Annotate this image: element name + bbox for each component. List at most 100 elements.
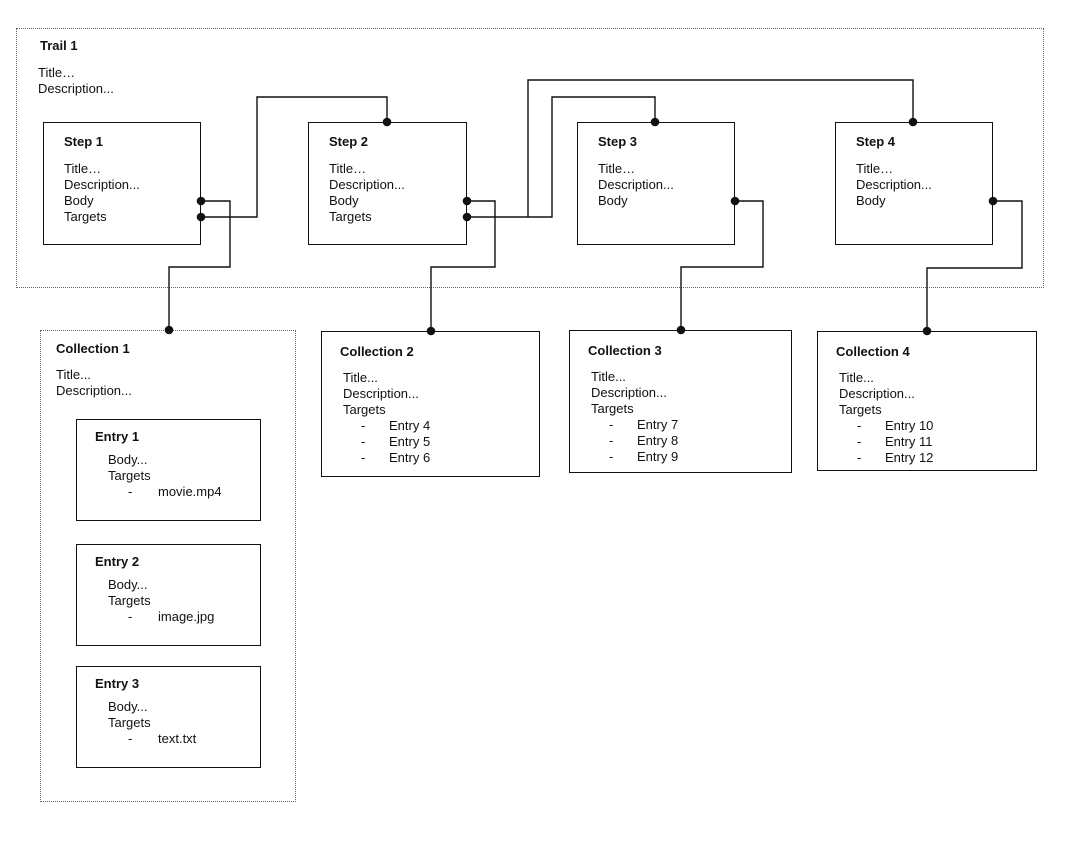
- collection-3-description: Description...: [591, 385, 667, 400]
- bullet-dash: -: [128, 609, 133, 624]
- trail-description: Description...: [38, 81, 114, 96]
- bullet-dash: -: [857, 418, 862, 433]
- collection-2-title: Title...: [343, 370, 378, 385]
- collection-2-entry: Entry 4: [389, 418, 431, 433]
- entry-3-label: Entry 3: [95, 676, 140, 691]
- collection-2-description: Description...: [343, 386, 419, 401]
- collection-3-node: Collection 3 Title... Description... Tar…: [569, 330, 792, 473]
- entry-2-targets: Targets: [108, 593, 151, 608]
- step-3-fields: Title… Description... Body: [598, 161, 674, 209]
- trail-container: Trail 1 Title… Description...: [16, 28, 1044, 288]
- step-2-description: Description...: [329, 177, 405, 192]
- collection-3-entry: Entry 9: [637, 449, 679, 464]
- step-1-fields: Title… Description... Body Targets: [64, 161, 140, 225]
- step-4-title: Title…: [856, 161, 894, 176]
- step-1-node: Step 1 Title… Description... Body Target…: [43, 122, 201, 245]
- step-4-fields: Title… Description... Body: [856, 161, 932, 209]
- bullet-dash: -: [361, 434, 366, 449]
- entry-3-fields: Body... Targets - text.txt: [108, 699, 196, 747]
- entry-1-file: movie.mp4: [158, 484, 222, 499]
- step-2-label: Step 2: [329, 134, 369, 149]
- step-4-description: Description...: [856, 177, 932, 192]
- entry-1-body: Body...: [108, 452, 148, 467]
- step-1-targets: Targets: [64, 209, 107, 224]
- step-2-fields: Title… Description... Body Targets: [329, 161, 405, 225]
- collection-1-fields: Title... Description...: [56, 367, 132, 399]
- bullet-dash: -: [361, 418, 366, 433]
- entry-1-file-row: - movie.mp4: [108, 484, 222, 500]
- step-3-node: Step 3 Title… Description... Body: [577, 122, 735, 245]
- step-4-body: Body: [856, 193, 886, 208]
- entry-3-file: text.txt: [158, 731, 197, 746]
- collection-1-label: Collection 1: [56, 341, 130, 356]
- collection-4-entry: Entry 10: [885, 418, 934, 433]
- entry-2-file: image.jpg: [158, 609, 215, 624]
- entry-3-file-row: - text.txt: [108, 731, 196, 747]
- step-3-label: Step 3: [598, 134, 638, 149]
- collection-4-title: Title...: [839, 370, 874, 385]
- collection-4-entry: Entry 11: [885, 434, 933, 449]
- collection-2-entry-row: - Entry 4: [343, 418, 430, 434]
- collection-3-entry: Entry 8: [637, 433, 679, 448]
- collection-3-targets: Targets: [591, 401, 634, 416]
- collection-4-node: Collection 4 Title... Description... Tar…: [817, 331, 1037, 471]
- collection-3-label: Collection 3: [588, 343, 662, 358]
- collection-1-title: Title...: [56, 367, 91, 382]
- step-2-targets: Targets: [329, 209, 372, 224]
- collection-2-entry-row: - Entry 5: [343, 434, 430, 450]
- collection-2-entry: Entry 5: [389, 434, 431, 449]
- bullet-dash: -: [609, 433, 614, 448]
- collection-2-fields: Title... Description... Targets - Entry 4…: [343, 370, 430, 466]
- collection-3-fields: Title... Description... Targets - Entry 7…: [591, 369, 678, 465]
- entry-1-label: Entry 1: [95, 429, 140, 444]
- collection-4-entry-row: - Entry 10: [839, 418, 933, 434]
- entry-2-body: Body...: [108, 577, 148, 592]
- collection-3-entry-row: - Entry 9: [591, 449, 678, 465]
- step-2-node: Step 2 Title… Description... Body Target…: [308, 122, 467, 245]
- collection-4-entry: Entry 12: [885, 450, 934, 465]
- collection-4-label: Collection 4: [836, 344, 910, 359]
- entry-3-body: Body...: [108, 699, 148, 714]
- collection-2-targets: Targets: [343, 402, 386, 417]
- bullet-dash: -: [609, 449, 614, 464]
- collection-1-container: Collection 1 Title... Description... Ent…: [40, 330, 296, 802]
- step-1-description: Description...: [64, 177, 140, 192]
- entry-2-label: Entry 2: [95, 554, 140, 569]
- collection-4-targets: Targets: [839, 402, 882, 417]
- collection-4-fields: Title... Description... Targets -Entry 1…: [839, 370, 933, 466]
- collection-3-title: Title...: [591, 369, 626, 384]
- bullet-dash: -: [609, 417, 614, 432]
- step-2-title: Title…: [329, 161, 367, 176]
- bullet-dash: -: [128, 731, 133, 746]
- collection-2-node: Collection 2 Title... Description... Tar…: [321, 331, 540, 477]
- entry-1-node: Entry 1 Body... Targets - movie.mp4: [76, 419, 261, 521]
- bullet-dash: -: [128, 484, 133, 499]
- collection-2-entry-row: -Entry 6: [343, 450, 430, 466]
- collection-2-label: Collection 2: [340, 344, 414, 359]
- entry-3-node: Entry 3 Body... Targets - text.txt: [76, 666, 261, 768]
- step-1-title: Title…: [64, 161, 102, 176]
- trail-title: Title…: [38, 65, 76, 80]
- collection-3-entry: Entry 7: [637, 417, 679, 432]
- step-4-label: Step 4: [856, 134, 896, 149]
- trail-text: Title… Description...: [38, 65, 114, 97]
- entry-1-fields: Body... Targets - movie.mp4: [108, 452, 222, 500]
- entry-3-targets: Targets: [108, 715, 151, 730]
- entry-2-file-row: - image.jpg: [108, 609, 214, 625]
- entry-2-node: Entry 2 Body... Targets - image.jpg: [76, 544, 261, 646]
- bullet-dash: -: [857, 434, 862, 449]
- bullet-dash: -: [857, 450, 862, 465]
- collection-3-entry-row: - Entry 8: [591, 433, 678, 449]
- step-3-description: Description...: [598, 177, 674, 192]
- step-3-body: Body: [598, 193, 628, 208]
- step-4-node: Step 4 Title… Description... Body: [835, 122, 993, 245]
- collection-4-entry-row: - Entry 12: [839, 450, 933, 466]
- entry-1-targets: Targets: [108, 468, 151, 483]
- step-2-body: Body: [329, 193, 359, 208]
- collection-2-entry: Entry 6: [389, 450, 431, 465]
- step-1-body: Body: [64, 193, 94, 208]
- collection-4-entry-row: - Entry 11: [839, 434, 933, 450]
- entry-2-fields: Body... Targets - image.jpg: [108, 577, 214, 625]
- step-3-title: Title…: [598, 161, 636, 176]
